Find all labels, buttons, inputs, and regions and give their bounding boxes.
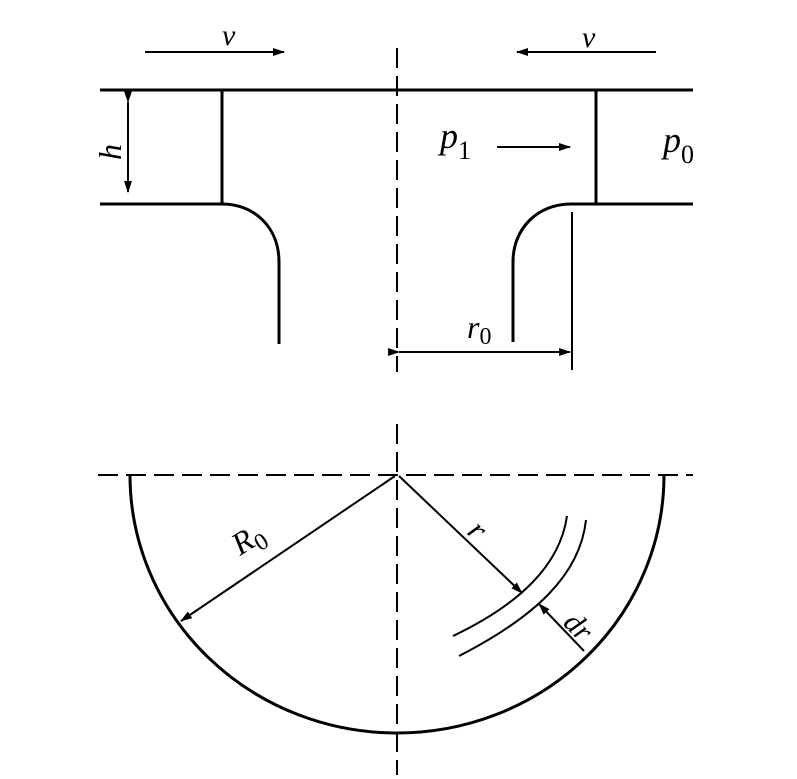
inner-pressure-label: p1 — [437, 116, 471, 165]
outer-semicircle — [128, 474, 666, 735]
outer-pressure-symbol: p — [660, 120, 681, 160]
outer-pressure-subscript: 0 — [681, 140, 694, 169]
plan-view: R0 r dr — [98, 424, 693, 775]
outer-radius-line — [180, 475, 396, 622]
section-view: v v h p1 p0 r0 — [92, 19, 694, 372]
radius-label: r0 — [467, 309, 491, 350]
left-pad-outline — [100, 202, 281, 344]
velocity-label-left: v — [222, 19, 236, 52]
ring-inner-arc — [452, 515, 568, 637]
radius-subscript: 0 — [479, 324, 491, 350]
velocity-label-right: v — [582, 21, 596, 54]
right-pad-outline — [511, 202, 693, 342]
ring-outer-arc — [458, 519, 587, 657]
ring-width-line — [538, 603, 585, 652]
ring-width-label: dr — [557, 606, 599, 648]
ring-radius-label: r — [461, 512, 495, 547]
outer-pressure-label: p0 — [660, 120, 694, 169]
ring-radius-line — [398, 475, 523, 594]
inner-pressure-subscript: 1 — [458, 136, 471, 165]
radius-symbol: r — [467, 309, 480, 345]
outer-radius-label: R0 — [224, 515, 274, 568]
gap-height-label: h — [92, 144, 128, 160]
inner-pressure-symbol: p — [437, 116, 458, 156]
